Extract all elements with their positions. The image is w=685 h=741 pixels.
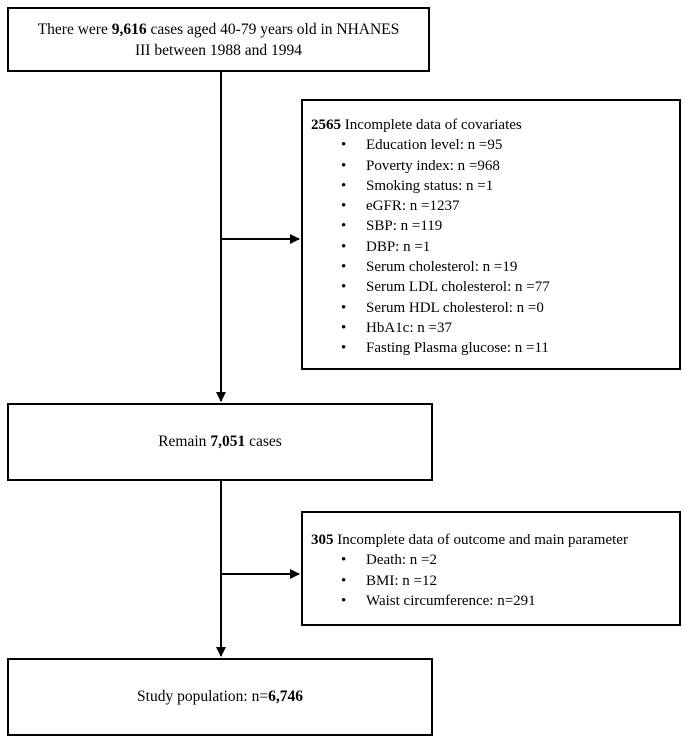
list-item-text: Death: n =2 <box>366 552 437 569</box>
bullet-icon: • <box>341 552 347 569</box>
exclusion-box-outcome: 305 Incomplete data of outcome and main … <box>301 511 681 626</box>
list-item: • DBP: n =1 <box>341 237 679 257</box>
bullet-icon: • <box>341 198 347 215</box>
list-item: • BMI: n =12 <box>341 571 679 591</box>
list-item-text: Waist circumference: n=291 <box>366 592 536 609</box>
bullet-icon: • <box>341 157 347 174</box>
study-population-box: Study population: n=6,746 <box>7 658 433 736</box>
bullet-icon: • <box>341 319 347 336</box>
list-item-text: BMI: n =12 <box>366 572 437 589</box>
bullet-icon: • <box>341 137 347 154</box>
exclusion-1-heading: 2565 Incomplete data of covariates <box>311 115 679 135</box>
list-item-text: DBP: n =1 <box>366 238 431 255</box>
start-case-count: 9,616 <box>111 20 147 38</box>
exclusion-2-count: 305 <box>311 532 334 548</box>
list-item: • Smoking status: n =1 <box>341 176 679 196</box>
list-item: • SBP: n =119 <box>341 216 679 236</box>
exclusion-2-title: Incomplete data of outcome and main para… <box>333 532 628 548</box>
exclusion-1-count: 2565 <box>311 117 341 133</box>
list-item-text: Education level: n =95 <box>366 137 503 154</box>
list-item: • Serum LDL cholesterol: n =77 <box>341 277 679 297</box>
remain-text-post: cases <box>245 433 282 450</box>
bullet-icon: • <box>341 572 347 589</box>
list-item: • Serum HDL cholesterol: n =0 <box>341 298 679 318</box>
start-box-line-1: There were 9,616 cases aged 40-79 years … <box>38 19 400 40</box>
list-item-text: Fasting Plasma glucose: n =11 <box>366 340 549 357</box>
remain-case-count: 7,051 <box>210 433 246 450</box>
list-item: • HbA1c: n =37 <box>341 318 679 338</box>
list-item-text: SBP: n =119 <box>366 218 443 235</box>
exclusion-1-list: • Education level: n =95 • Poverty index: … <box>311 135 679 358</box>
list-item: • Fasting Plasma glucose: n =11 <box>341 338 679 358</box>
list-item-text: HbA1c: n =37 <box>366 319 452 336</box>
list-item-text: Serum cholesterol: n =19 <box>366 259 518 276</box>
bullet-icon: • <box>341 177 347 194</box>
list-item-text: Poverty index: n =968 <box>366 157 500 174</box>
study-population-text-pre: Study population: n= <box>137 688 269 705</box>
exclusion-2-heading: 305 Incomplete data of outcome and main … <box>311 530 679 550</box>
list-item-text: eGFR: n =1237 <box>366 198 460 215</box>
study-population-count: 6,746 <box>268 688 303 705</box>
start-box-line-2: III between 1988 and 1994 <box>134 41 302 59</box>
bullet-icon: • <box>341 259 347 276</box>
bullet-icon: • <box>341 592 347 609</box>
exclusion-1-title: Incomplete data of covariates <box>341 117 522 133</box>
exclusion-box-covariates: 2565 Incomplete data of covariates • Educ… <box>301 99 681 370</box>
list-item-text: Serum HDL cholesterol: n =0 <box>366 299 544 316</box>
list-item: • Poverty index: n =968 <box>341 156 679 176</box>
list-item: • eGFR: n =1237 <box>341 196 679 216</box>
list-item: • Serum cholesterol: n =19 <box>341 257 679 277</box>
list-item: • Education level: n =95 <box>341 135 679 155</box>
list-item-text: Serum LDL cholesterol: n =77 <box>366 279 550 296</box>
start-text-post: cases aged 40-79 years old in NHANES <box>146 20 400 38</box>
exclusion-2-list: • Death: n =2 • BMI: n =12 • Waist circumfe… <box>311 550 679 611</box>
list-item-text: Smoking status: n =1 <box>366 177 494 194</box>
start-box: There were 9,616 cases aged 40-79 years … <box>7 7 430 72</box>
study-population-text: Study population: n=6,746 <box>137 688 303 706</box>
start-text-pre: There were <box>37 20 112 38</box>
remain-text-pre: Remain <box>158 433 211 450</box>
remain-box: Remain 7,051 cases <box>7 403 433 481</box>
bullet-icon: • <box>341 238 347 255</box>
bullet-icon: • <box>341 218 347 235</box>
list-item: • Waist circumference: n=291 <box>341 591 679 611</box>
bullet-icon: • <box>341 299 347 316</box>
bullet-icon: • <box>341 279 347 296</box>
remain-text: Remain 7,051 cases <box>158 433 282 451</box>
bullet-icon: • <box>341 340 347 357</box>
list-item: • Death: n =2 <box>341 550 679 570</box>
